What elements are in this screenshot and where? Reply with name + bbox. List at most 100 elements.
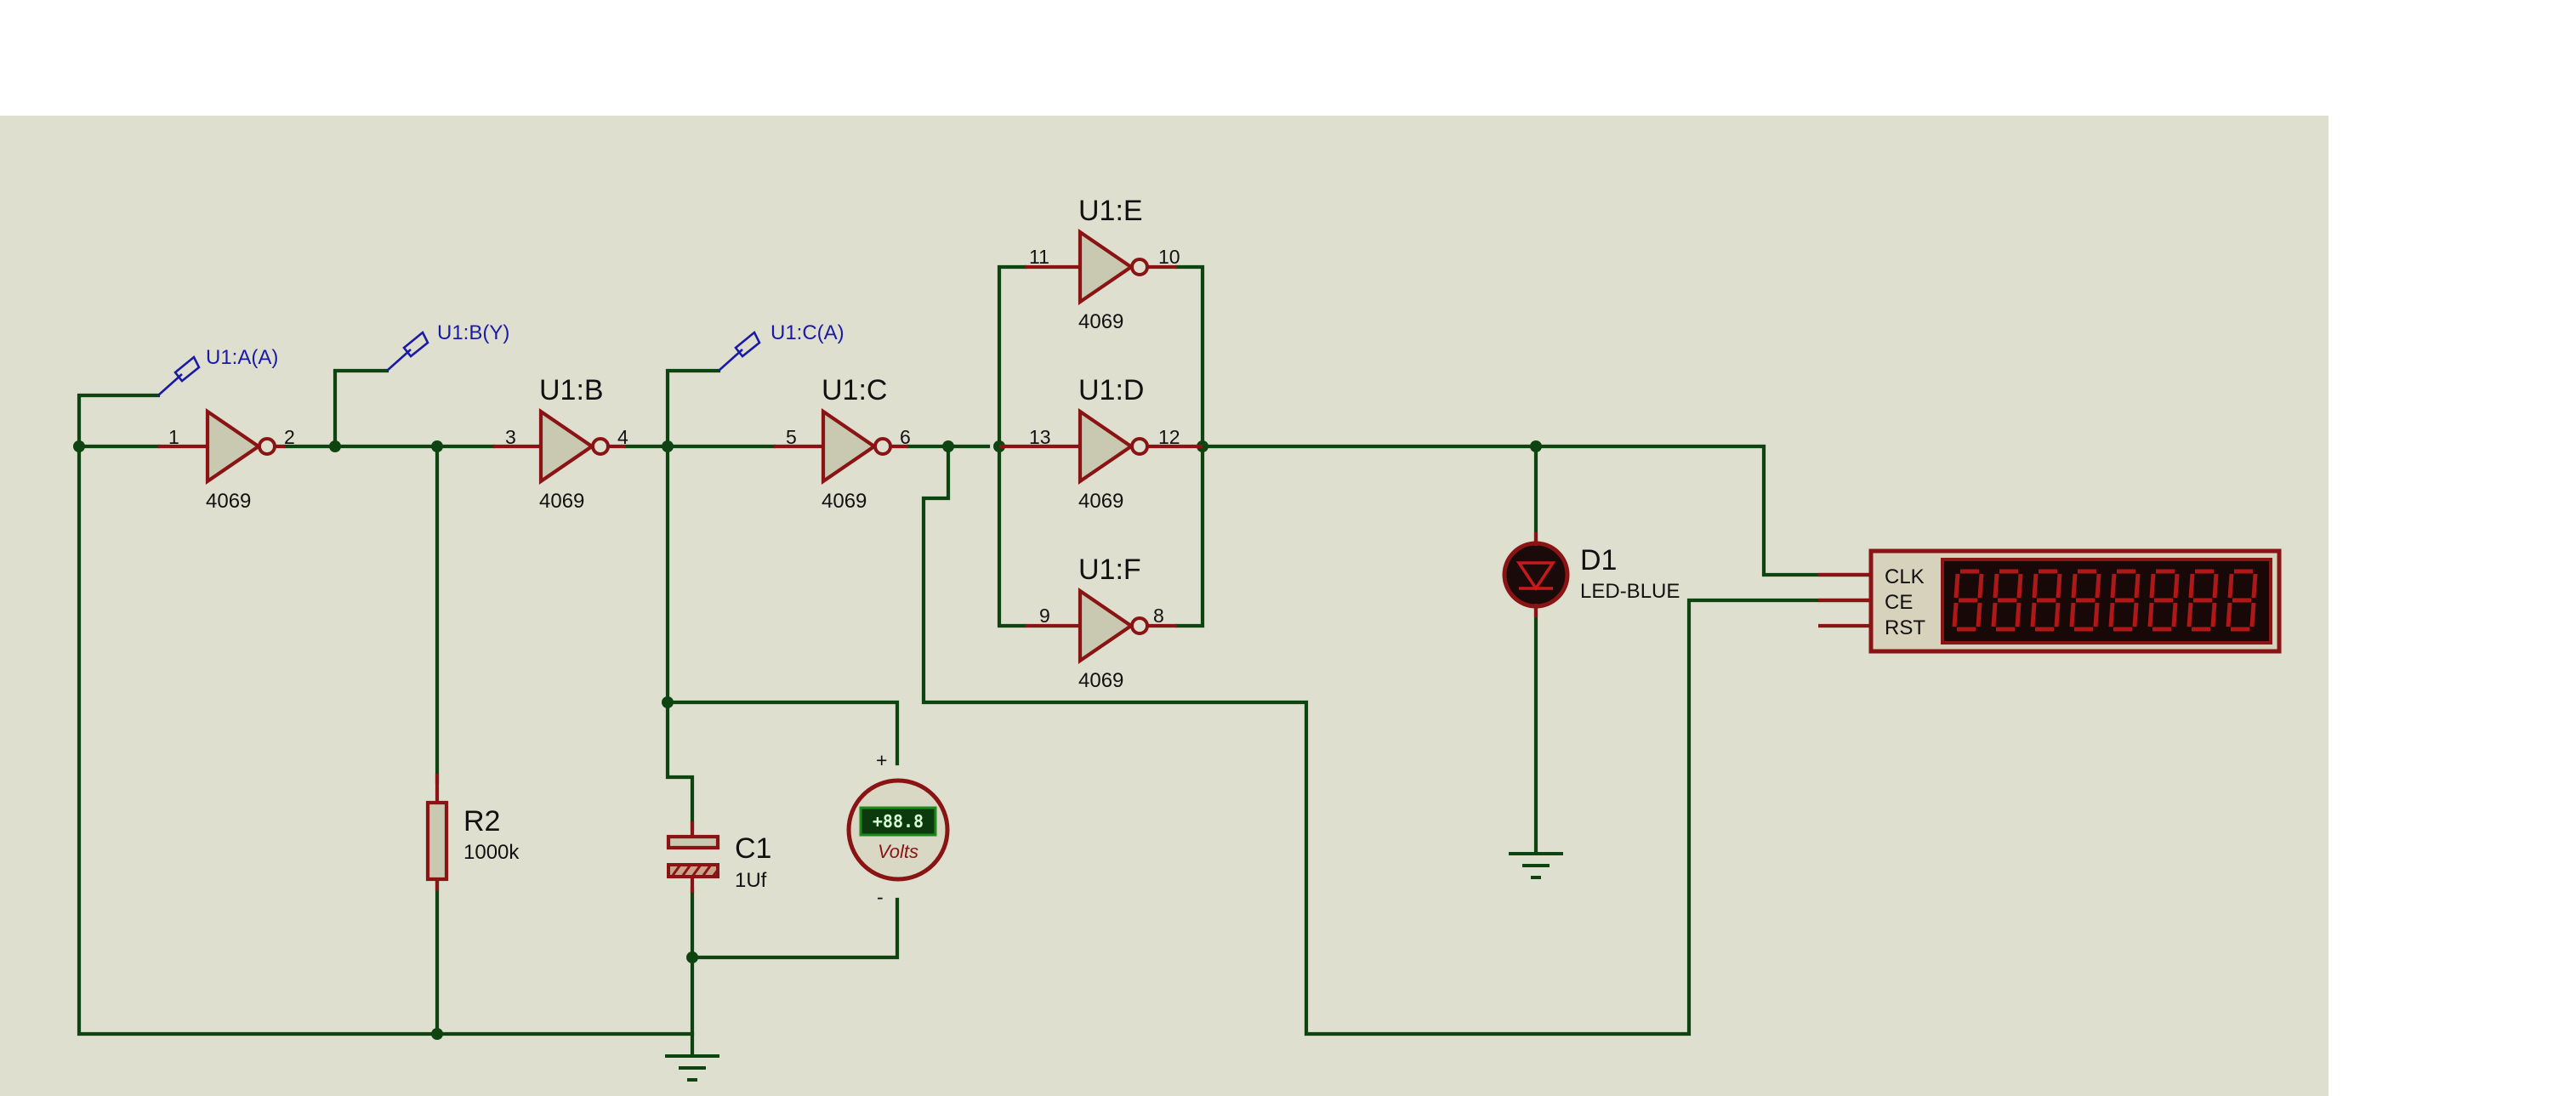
inverter-bubble-icon — [258, 437, 276, 456]
inverter-bubble-icon — [1130, 437, 1149, 456]
counter-pin-ce: CE — [1885, 591, 1913, 614]
voltmeter-wire — [665, 700, 900, 960]
probe-arrow-icon — [386, 330, 429, 372]
junction-dot — [329, 440, 341, 452]
inverter-triangle-icon — [1078, 588, 1134, 664]
seven-segment-digit — [2030, 569, 2062, 632]
counter-pin-clk: CLK — [1885, 565, 1925, 588]
probe-label: U1:C(A) — [771, 321, 844, 344]
capacitor-name: C1 — [735, 832, 771, 865]
voltmeter[interactable]: +88.8 Volts + - — [846, 749, 950, 908]
pin-in-number: 3 — [505, 426, 516, 448]
junctions — [73, 440, 1542, 1040]
inverter-triangle-icon — [1078, 229, 1134, 305]
voltmeter-lcd — [859, 806, 937, 837]
junction-dot — [686, 951, 698, 963]
voltmeter-minus: - — [877, 886, 884, 908]
junction-dot — [73, 440, 85, 452]
junction-dot — [431, 440, 443, 452]
gate-name: U1:C — [822, 374, 887, 406]
pin-in-number: 9 — [1039, 605, 1050, 627]
probe-c-wire — [665, 368, 721, 449]
junction-dot — [1530, 440, 1542, 452]
pin-in-number: 13 — [1029, 426, 1051, 448]
ground-icon — [1509, 852, 1563, 879]
counter-timer[interactable]: CLK CE RST — [1818, 548, 2282, 654]
capacitor-plate-icon — [666, 834, 720, 850]
gate-type: 4069 — [206, 490, 251, 513]
seven-segment-digit — [2147, 569, 2180, 632]
gate-name: U1:E — [1078, 195, 1143, 227]
gate-type: 4069 — [822, 490, 867, 513]
resistor-body-icon — [425, 800, 449, 882]
voltage-probe-c[interactable]: U1:C(A) — [718, 321, 844, 372]
seven-segment-digits — [1952, 569, 2258, 632]
gate-type: 4069 — [1078, 310, 1123, 333]
voltage-probe-b[interactable]: U1:B(Y) — [386, 321, 509, 372]
inverter-triangle-icon — [205, 408, 262, 485]
probe-label: U1:B(Y) — [437, 321, 509, 344]
pin-out-number: 6 — [900, 426, 911, 448]
pin-in-number: 11 — [1029, 246, 1049, 268]
inverter-u1f[interactable]: U1:F 9 8 4069 — [1025, 554, 1177, 692]
capacitor-wire — [665, 444, 695, 1057]
junction-dot — [662, 440, 674, 452]
inverter-bubble-icon — [873, 437, 892, 456]
capacitor-value: 1Uf — [735, 869, 767, 892]
diode-symbol-icon — [1515, 561, 1556, 592]
capacitor-hatch-icon — [670, 864, 719, 877]
voltmeter-label: Volts — [878, 841, 918, 862]
ce-wire — [921, 444, 1874, 1036]
counter-pin-rst: RST — [1885, 616, 1925, 639]
gate-name: U1:D — [1078, 374, 1144, 406]
wires — [77, 264, 1874, 1057]
pin-out-number: 2 — [284, 426, 295, 448]
led-name: D1 — [1580, 544, 1617, 576]
gate-name: U1:F — [1078, 554, 1141, 586]
probe-arrow-icon — [157, 355, 201, 396]
inverter-triangle-icon — [538, 408, 595, 485]
pin-out-number: 10 — [1158, 246, 1180, 268]
seven-segment-digit — [2069, 569, 2101, 632]
seven-segment-digit — [2186, 569, 2219, 632]
junction-dot — [942, 440, 954, 452]
main-wire — [77, 444, 1874, 577]
voltmeter-reading: +88.8 — [873, 811, 924, 832]
seven-segment-digit — [1952, 569, 1984, 632]
pin-out-number: 12 — [1158, 426, 1180, 448]
inverter-u1c[interactable]: U1:C 5 6 4069 — [774, 374, 911, 513]
pin-out-number: 4 — [617, 426, 628, 448]
inverter-u1b[interactable]: U1:B 3 4 4069 — [493, 374, 628, 513]
counter-pins — [1818, 572, 1871, 628]
resistor-name: R2 — [463, 805, 500, 838]
pin-in-number: 1 — [168, 426, 179, 448]
inverter-u1e[interactable]: U1:E 11 10 4069 — [1025, 195, 1180, 333]
inverter-bubble-icon — [591, 437, 610, 456]
voltage-probe-a[interactable]: U1:A(A) — [157, 346, 278, 396]
voltmeter-plus: + — [876, 749, 887, 771]
junction-dot — [662, 696, 674, 708]
gate-type: 4069 — [1078, 490, 1123, 513]
inverter-triangle-icon — [821, 408, 878, 485]
gate-type: 4069 — [1078, 669, 1123, 692]
gate-type: 4069 — [539, 490, 584, 513]
seven-segment-digit — [2226, 569, 2258, 632]
resistor-value: 1000k — [463, 841, 520, 864]
inverter-u1d[interactable]: U1:D 13 12 4069 — [999, 374, 1203, 513]
gate-name: U1:B — [539, 374, 604, 406]
counter-display — [1941, 558, 2272, 645]
capacitor-c1[interactable]: C1 1Uf — [666, 821, 771, 893]
resistor-r2[interactable]: R2 1000k — [425, 774, 520, 891]
ground-icon — [665, 1054, 719, 1082]
inverter-triangle-icon — [1078, 408, 1134, 485]
led-body-icon — [1502, 541, 1570, 609]
pin-out-number: 8 — [1153, 605, 1164, 627]
seven-segment-digit — [2108, 569, 2141, 632]
inverter-u1a[interactable]: 1 2 4069 — [158, 408, 295, 513]
inverter-bubble-icon — [1130, 258, 1149, 276]
feedback-wire — [77, 444, 695, 1036]
led-value: LED-BLUE — [1580, 580, 1680, 603]
led-d1[interactable]: D1 LED-BLUE — [1502, 532, 1680, 617]
seven-segment-digit — [1991, 569, 2023, 632]
